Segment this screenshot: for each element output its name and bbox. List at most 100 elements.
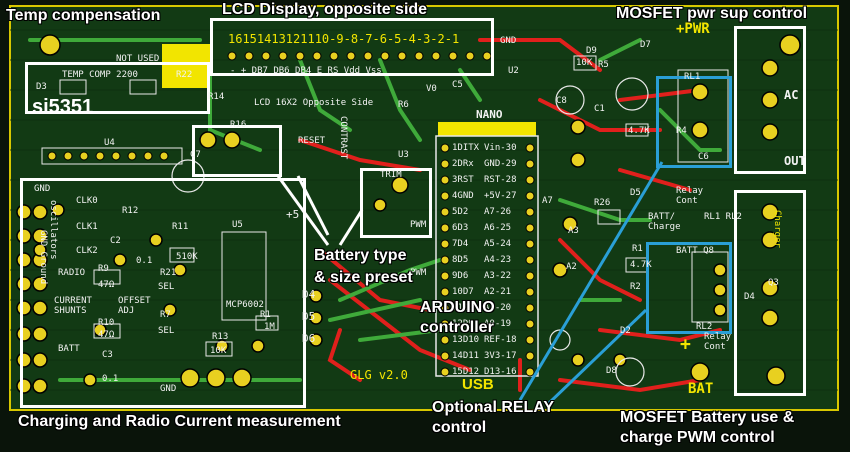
arduino-pin-right: A6-25	[484, 223, 512, 233]
arduino-pin-left: 2DRx	[452, 159, 474, 169]
silk-lcd-pins: - + DB7 DB6 DB4 E RS Vdd Vss	[230, 66, 382, 76]
temp-comp-box	[25, 62, 210, 114]
silk-gnd-ground: GND Ground	[38, 230, 48, 285]
silk-trim: TRIM	[380, 170, 402, 180]
silk-sel-b: SEL	[158, 326, 175, 336]
label-arduino-1: ARDUINO	[420, 299, 495, 316]
silk-r26: R26	[594, 198, 611, 208]
silk-d2: D2	[620, 326, 631, 336]
silk-batt-charge: BATT/ Charge	[648, 212, 681, 232]
silk-u5: U5	[232, 220, 243, 230]
silk-rl1: RL1	[684, 72, 701, 82]
silk-temp-comp: TEMP COMP 2200	[62, 70, 138, 80]
trim-pot-box	[360, 168, 432, 238]
silk-d3: D3	[36, 82, 47, 92]
silk-u3: U3	[398, 150, 409, 160]
silk-47k-a: 4.7K	[630, 260, 652, 270]
silk-c5: C5	[452, 80, 463, 90]
arduino-pin-right: A0-19	[484, 319, 512, 329]
silk-r11: R11	[172, 222, 189, 232]
silk-oscillators: oscillators	[48, 200, 58, 260]
label-mosfet-batt-1: MOSFET Battery use &	[620, 409, 795, 426]
silk-batt-left: BATT	[58, 344, 80, 354]
silk-current-shunts: CURRENT SHUNTS	[54, 296, 92, 316]
resistor-boxes	[59, 55, 649, 357]
silk-d4-left: D4	[302, 288, 316, 301]
silk-reset: RESET	[298, 136, 326, 146]
rl2-outline	[691, 251, 729, 323]
silk-d5-left: D5	[302, 310, 316, 323]
arduino-pin-right: A1-20	[484, 303, 512, 313]
silk-lcd-16x2: LCD 16X2 Opposite Side	[254, 98, 374, 108]
label-battery-preset-2: & size preset	[314, 269, 413, 286]
arduino-pin-right: RST-28	[484, 175, 517, 185]
silk-47-b: 47Ω	[98, 330, 115, 340]
arduino-pin-right: A4-23	[484, 255, 512, 265]
silk-clk0: CLK0	[76, 196, 98, 206]
silk-glg: GLG v2.0	[350, 368, 408, 382]
arduino-pin-right: +5V-27	[484, 191, 517, 201]
silk-d9: D9	[586, 46, 597, 56]
silk-contrast: CONTRAST	[338, 116, 348, 160]
arduino-pin-left: 9D6	[452, 271, 469, 281]
silk-510k: 510K	[176, 252, 198, 262]
silk-01-a: 0.1	[136, 256, 153, 266]
silk-a2: A2	[566, 262, 577, 272]
silk-47k-b: 4.7K	[628, 126, 650, 136]
silk-u2: U2	[508, 66, 519, 76]
silk-r12: R12	[122, 206, 139, 216]
silk-c1: C1	[594, 104, 605, 114]
silk-nano: NANO	[476, 108, 503, 121]
silk-relay-cont: Relay Cont	[676, 186, 704, 206]
rl1-outline	[677, 69, 729, 163]
arduino-pin-right: D13-16	[484, 367, 517, 377]
silk-batt-q8: BATT Q8	[676, 246, 714, 256]
silk-u4: U4	[104, 138, 115, 148]
arduino-pin-right: A2-21	[484, 287, 512, 297]
mosfet-batt-box	[734, 190, 806, 396]
label-relay-2: control	[432, 419, 487, 436]
silk-charger: Charger	[772, 210, 782, 248]
silk-01-b: 0.1	[102, 374, 119, 384]
silk-pwr: +PWR	[676, 21, 710, 37]
arduino-pin-right: A3-22	[484, 271, 512, 281]
silk-c8: C8	[556, 96, 567, 106]
yellow-header	[162, 44, 210, 88]
silk-q3: Q3	[768, 278, 779, 288]
silk-r7: R7	[160, 310, 171, 320]
arduino-pin-left: 10D7	[452, 287, 474, 297]
arduino-pin-right: Vin-30	[484, 143, 517, 153]
label-relay-1: Optional RELAY	[432, 399, 555, 416]
battery-preset-box	[192, 125, 282, 177]
silk-r21: R21	[160, 268, 177, 278]
silk-r13: R13	[212, 332, 229, 342]
label-charging: Charging and Radio Current measurement	[18, 413, 341, 430]
silk-bat: BAT	[688, 381, 714, 397]
arduino-pins-left: 1DITX 2DRx 3RST 4GND 5D2 6D3 7D4 8D5 9D6…	[452, 143, 479, 383]
silk-r6: R6	[398, 100, 409, 110]
silk-c7: C7	[190, 150, 201, 160]
silk-r1-right: R1	[632, 244, 643, 254]
silk-c6: C6	[698, 152, 709, 162]
arduino-pin-left: 8D5	[452, 255, 469, 265]
silk-gnd-bottom: GND	[160, 384, 177, 394]
relay-box-bottom	[646, 242, 732, 334]
silk-clk1: CLK1	[76, 222, 98, 232]
silk-r9: R9	[98, 264, 109, 274]
silk-r5: R5	[598, 60, 609, 70]
silk-r10: R10	[98, 318, 115, 328]
mcp6002-outline	[221, 231, 267, 321]
arduino-pin-left: 14D11	[452, 351, 480, 361]
silk-r16: R16	[230, 120, 247, 130]
silk-plus: +	[680, 334, 691, 355]
silk-a3: A3	[568, 226, 579, 236]
arduino-pin-left: 15D12	[452, 367, 480, 377]
arduino-pin-left: 5D2	[452, 207, 469, 217]
arduino-pin-right: 3V3-17	[484, 351, 517, 361]
silk-ac: AC	[784, 88, 799, 102]
arduino-pin-left: 4GND	[452, 191, 474, 201]
silk-pin-numbers: 16151413121110-9-8-7-6-5-4-3-2-1	[228, 32, 460, 46]
silk-sel-a: SEL	[158, 282, 175, 292]
arduino-outline	[435, 135, 539, 377]
